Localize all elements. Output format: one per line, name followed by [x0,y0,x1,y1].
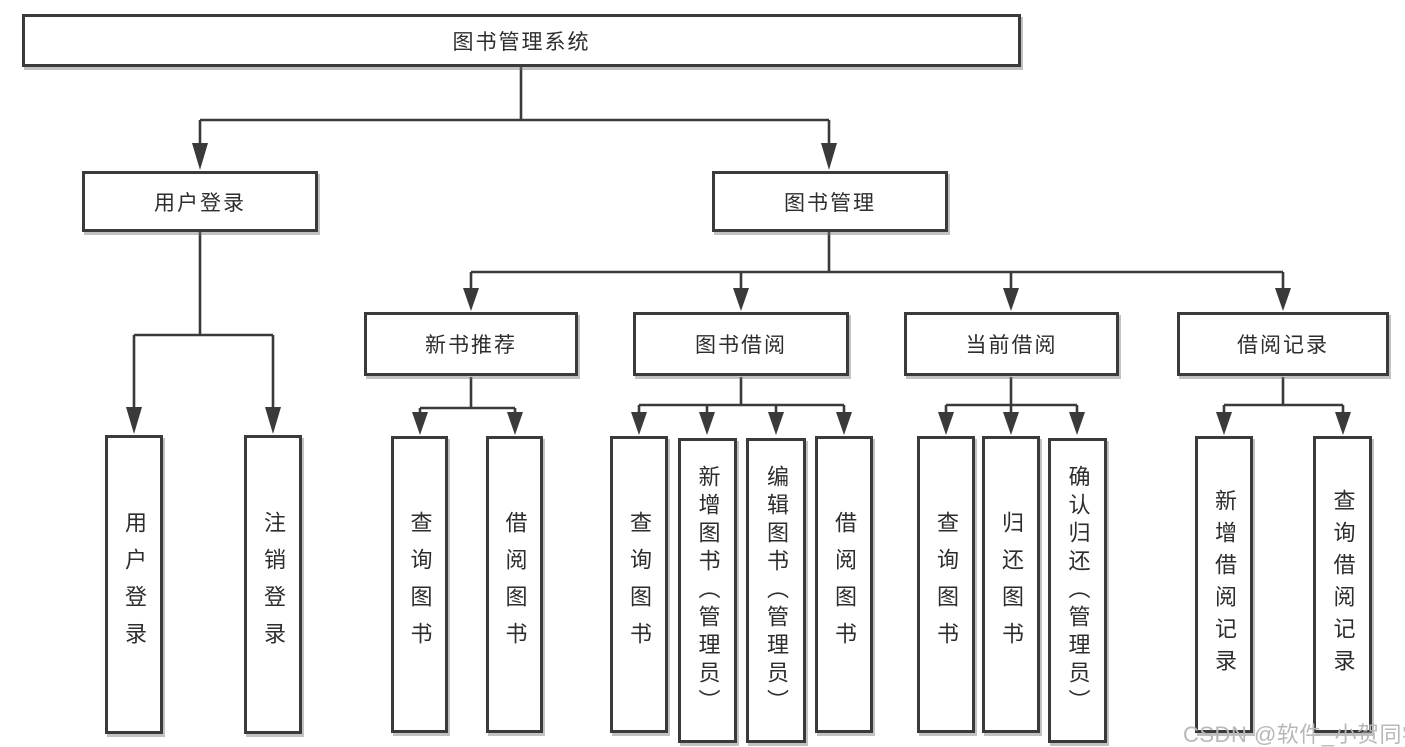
node-book-borrow: 图书借阅 [633,312,849,376]
leaf-record-query: 查询借阅记录 [1313,436,1372,733]
node-borrow-record: 借阅记录 [1177,312,1389,376]
node-library-system: 图书管理系统 [22,14,1021,67]
leaf-borrow-query-books: 查询图书 [610,436,668,733]
leaf-recommend-borrow-books-label: 借阅图书 [502,510,528,659]
leaf-recommend-query-books-label: 查询图书 [407,510,433,659]
leaf-borrow-borrow-books: 借阅图书 [815,436,873,733]
leaf-current-return-books-label: 归还图书 [999,510,1024,659]
leaf-recommend-query-books: 查询图书 [391,436,448,733]
node-borrow-record-label: 借阅记录 [1237,334,1329,357]
leaf-record-add-label: 新增借阅记录 [1212,488,1237,681]
leaf-borrow-add-books-label: 新增图书（管理员） [695,464,721,717]
csdn-watermark: CSDN @软件_小贺同学 [1183,722,1405,747]
leaf-user-login: 用户登录 [105,435,163,734]
leaf-logout-label: 注销登录 [261,510,286,659]
leaf-record-query-label: 查询借阅记录 [1330,488,1356,681]
node-new-book-recommend-label: 新书推荐 [425,334,517,357]
leaf-recommend-borrow-books: 借阅图书 [486,436,543,733]
node-current-borrow: 当前借阅 [904,312,1119,376]
node-user-login: 用户登录 [82,171,318,232]
leaf-current-return-books: 归还图书 [982,436,1040,733]
leaf-borrow-edit-books: 编辑图书（管理员） [746,438,806,743]
leaf-borrow-query-books-label: 查询图书 [627,510,652,659]
leaf-user-login-label: 用户登录 [122,510,147,659]
leaf-current-query-books-label: 查询图书 [934,510,959,659]
leaf-borrow-add-books: 新增图书（管理员） [678,438,737,743]
leaf-logout: 注销登录 [244,435,302,734]
connector-arrowheads [126,143,1351,435]
leaf-current-confirm-return-label: 确认归还（管理员） [1065,464,1091,717]
node-user-login-label: 用户登录 [154,191,246,215]
leaf-current-query-books: 查询图书 [917,436,975,733]
node-new-book-recommend: 新书推荐 [364,312,578,376]
node-book-management-label: 图书管理 [784,191,876,215]
leaf-borrow-edit-books-label: 编辑图书（管理员） [764,464,789,717]
leaf-record-add: 新增借阅记录 [1195,436,1253,733]
leaf-borrow-borrow-books-label: 借阅图书 [832,510,857,659]
node-book-management: 图书管理 [712,171,948,232]
node-book-borrow-label: 图书借阅 [695,334,787,357]
leaf-current-confirm-return: 确认归还（管理员） [1048,438,1107,743]
node-current-borrow-label: 当前借阅 [965,334,1058,357]
node-library-system-label: 图书管理系统 [452,30,591,54]
